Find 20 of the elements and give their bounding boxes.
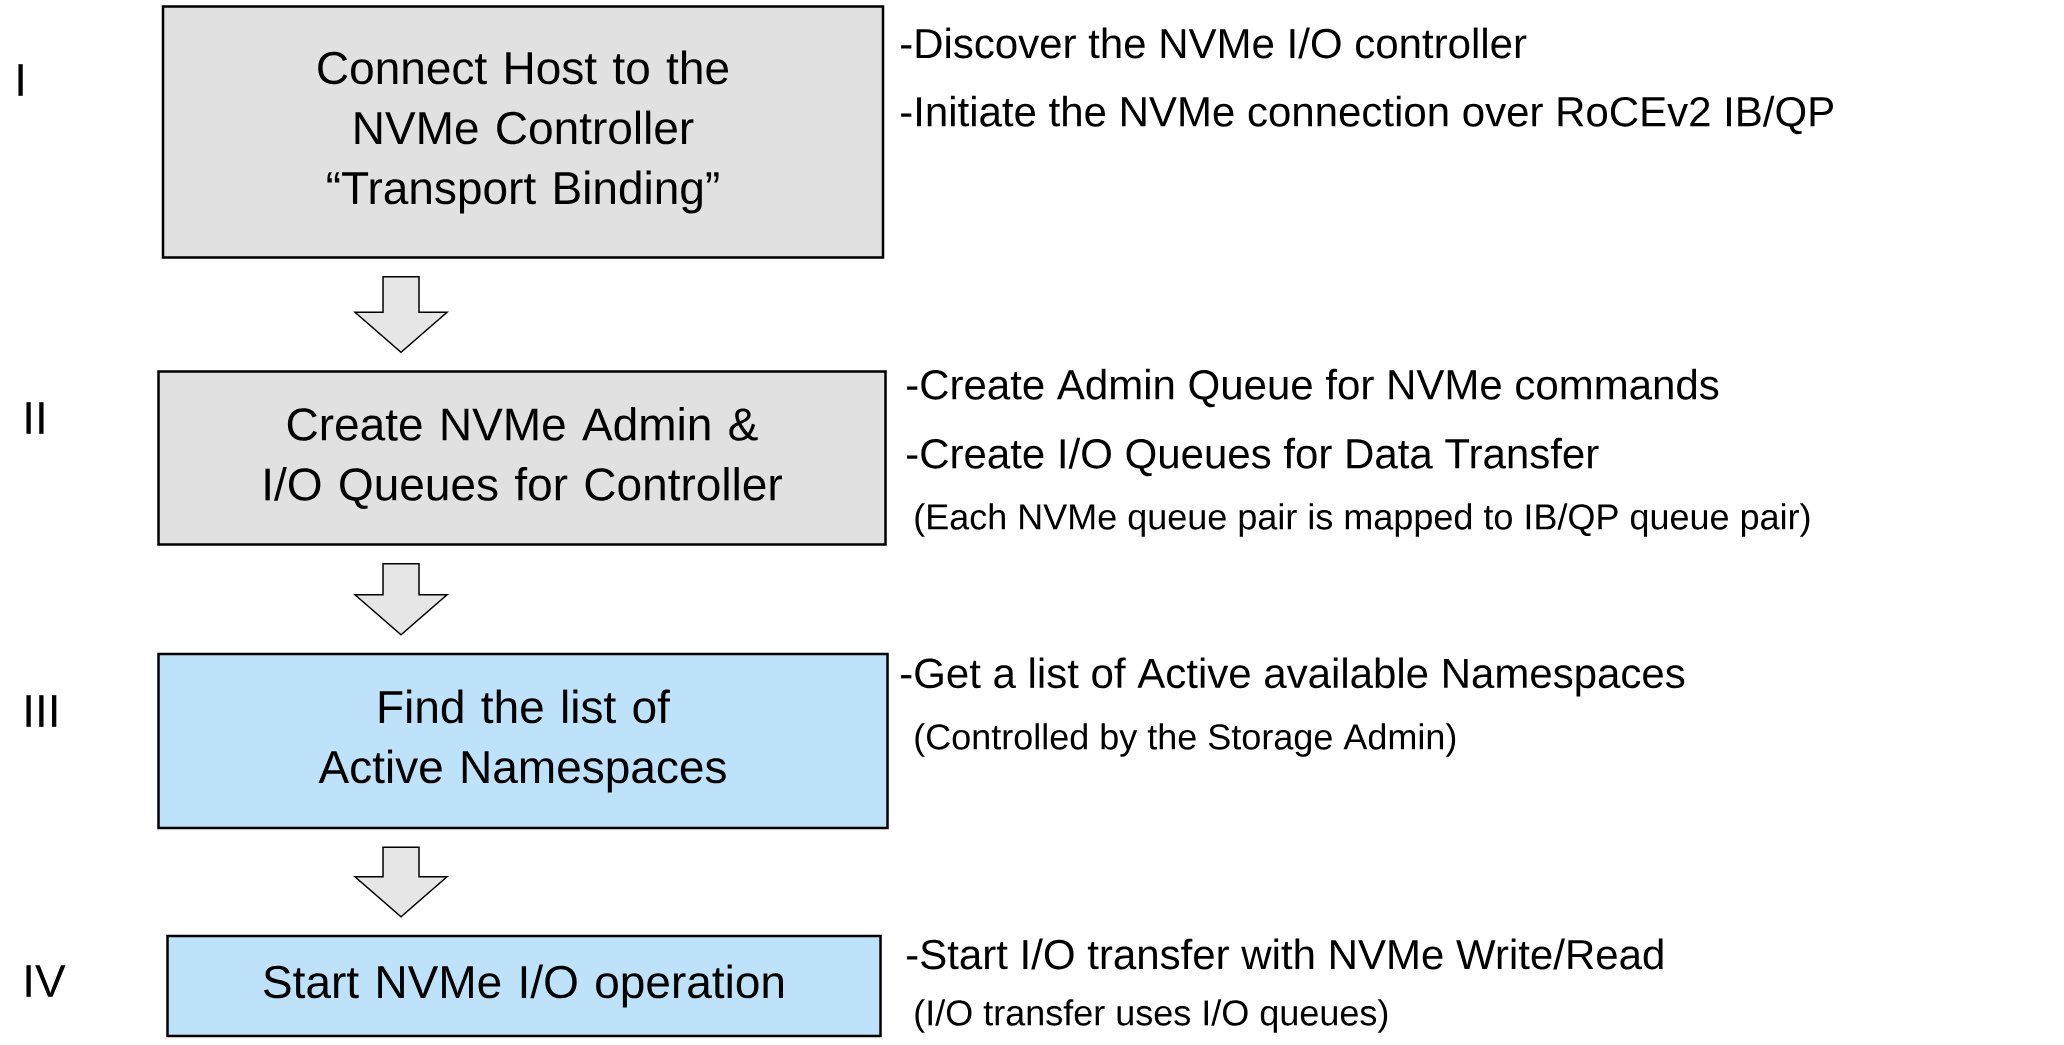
side-note: -Start I/O transfer with NVMe Write/Read xyxy=(907,938,1663,970)
side-note: -Initiate the NVMe connection over RoCEv2 IB/QP xyxy=(901,95,1833,135)
step-numeral: II xyxy=(26,402,44,434)
process-box: Create NVMe Admin & I/O Queues for Controller xyxy=(157,370,887,546)
process-box: Start NVMe I/O operation xyxy=(166,934,882,1038)
block-arrow xyxy=(353,846,449,918)
side-note: -Create Admin Queue for NVMe commands xyxy=(907,368,1719,408)
step-numeral: III xyxy=(26,695,57,727)
side-note: (I/O transfer uses I/O queues) xyxy=(915,999,1388,1033)
side-note: (Each NVMe queue pair is mapped to IB/QP queue pair) xyxy=(915,503,1810,537)
side-note: -Create I/O Queues for Data Transfer xyxy=(907,437,1599,477)
process-box: Find the list of Active Namespaces xyxy=(157,652,889,830)
step-numeral: IV xyxy=(26,965,66,997)
process-box: Connect Host to the NVMe Controller “Transport Binding” xyxy=(161,5,885,259)
step-numeral: I xyxy=(18,64,23,96)
block-arrow xyxy=(353,563,449,636)
block-arrow xyxy=(353,276,449,354)
side-note: (Controlled by the Storage Admin) xyxy=(915,723,1456,757)
side-note: -Discover the NVMe I/O controller xyxy=(901,27,1527,59)
side-note: -Get a list of Active available Namespaces xyxy=(901,657,1685,697)
